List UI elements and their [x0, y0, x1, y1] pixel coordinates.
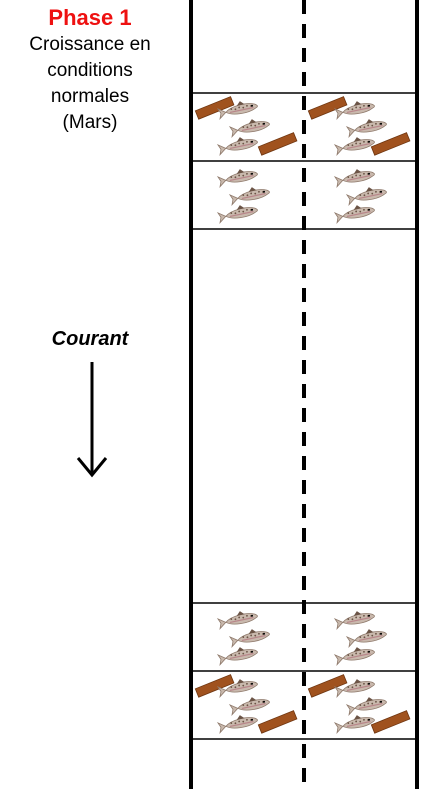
fish-icon [345, 697, 387, 716]
enclosure-downstream-right [333, 611, 387, 666]
fish-icon [216, 611, 258, 630]
fish-icon [345, 187, 387, 206]
wood-log-icon [370, 710, 411, 734]
enclosure-downstream-right [307, 674, 411, 734]
wood-log-icon [257, 132, 298, 156]
enclosure-contents [194, 96, 411, 734]
wood-log-icon [307, 96, 348, 120]
fish-icon [333, 137, 375, 156]
fish-icon [333, 647, 375, 666]
enclosure-upstream-left [194, 96, 298, 156]
fish-icon [333, 715, 375, 734]
enclosure-boundaries [191, 92, 417, 740]
phase-label-block: Phase 1 Croissance en conditions normale… [0, 4, 180, 136]
fish-icon [216, 647, 258, 666]
fish-icon [228, 697, 270, 716]
enclosure-upstream-right [307, 96, 411, 156]
fish-icon [333, 679, 375, 698]
wood-log-icon [307, 674, 348, 698]
fish-icon [216, 205, 258, 224]
enclosure-upstream-left [216, 169, 270, 224]
fish-icon [345, 119, 387, 138]
fish-icon [216, 715, 258, 734]
fish-icon [228, 629, 270, 648]
phase-title: Phase 1 [48, 5, 132, 30]
wood-log-icon [257, 710, 298, 734]
flow-label: Courant [51, 328, 129, 350]
arrow-down-icon [76, 362, 108, 478]
wood-log-icon [194, 674, 235, 698]
fish-icon [216, 101, 258, 120]
fish-icon [345, 629, 387, 648]
fish-icon [333, 101, 375, 120]
fish-icon [333, 169, 375, 188]
wood-log-icon [370, 132, 411, 156]
fish-icon [333, 611, 375, 630]
fish-icon [216, 137, 258, 156]
phase-description: Croissance en conditions normales (Mars) [29, 34, 151, 133]
fish-icon [228, 187, 270, 206]
wood-log-icon [194, 96, 235, 120]
enclosure-downstream-left [216, 611, 270, 666]
enclosure-upstream-right [333, 169, 387, 224]
enclosure-downstream-left [194, 674, 298, 734]
fish-icon [216, 679, 258, 698]
fish-icon [216, 169, 258, 188]
fish-icon [333, 205, 375, 224]
fish-icon [228, 119, 270, 138]
